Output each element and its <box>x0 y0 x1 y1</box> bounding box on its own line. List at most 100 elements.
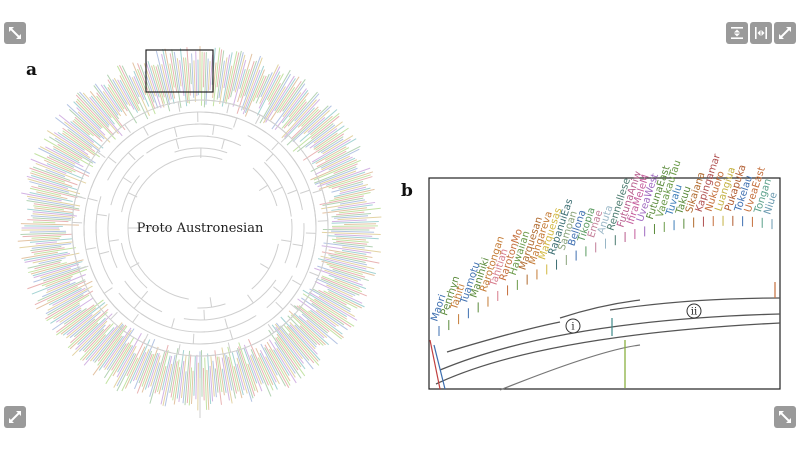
tip-branch <box>31 170 66 183</box>
expand-icon[interactable] <box>774 22 796 44</box>
tip-branch <box>260 343 278 376</box>
internal-branch <box>290 303 299 311</box>
tip-branch <box>328 174 371 189</box>
tip-branch <box>67 128 93 148</box>
tip-branch <box>257 357 274 391</box>
tip-branch <box>179 60 185 96</box>
tip-branch <box>322 207 368 214</box>
tip-branch <box>260 72 273 98</box>
tip-branch <box>31 235 62 239</box>
tip-branch <box>320 255 375 270</box>
expand-icon[interactable] <box>4 406 26 428</box>
clade-marker <box>686 303 702 319</box>
internal-branch <box>143 333 149 344</box>
tip-branch <box>226 355 237 399</box>
tip-branch <box>236 357 248 394</box>
internal-branch <box>96 213 107 217</box>
tip-branch <box>202 368 205 401</box>
tip-branch <box>236 347 254 399</box>
tip-branch <box>73 118 94 137</box>
tip-branch <box>233 52 244 91</box>
tip-branch <box>333 163 358 175</box>
tip-branch <box>293 312 330 346</box>
internal-branch <box>226 103 230 114</box>
tip-branch <box>296 305 330 333</box>
tip-branch <box>93 85 120 120</box>
tip-branch <box>20 232 67 236</box>
tip-branch <box>313 159 361 181</box>
tip-branch <box>202 52 205 88</box>
tip-branch <box>327 288 365 308</box>
tip-branch <box>315 278 356 297</box>
expand-icon[interactable] <box>774 406 796 428</box>
tip-branch <box>186 354 192 404</box>
tip-branch <box>265 356 280 385</box>
tip-branch <box>342 246 381 253</box>
tip-branch <box>294 324 317 348</box>
tip-branch <box>271 324 306 370</box>
internal-branch <box>130 262 140 269</box>
tip-branch <box>336 237 366 241</box>
tip-branch <box>315 127 349 151</box>
internal-branch <box>192 333 195 344</box>
tip-branch <box>207 61 211 92</box>
tip-branch <box>77 317 106 345</box>
tip-branch <box>106 74 138 124</box>
tip-branch <box>132 352 147 382</box>
internal-branch <box>107 156 117 164</box>
tip-branch <box>301 109 319 127</box>
tip-branch <box>34 261 61 270</box>
tip-branch <box>216 356 223 393</box>
tip-branch <box>311 302 345 326</box>
tip-branch <box>190 370 194 404</box>
tip-branch <box>173 51 181 93</box>
tip-branch <box>48 287 82 306</box>
tip-branch <box>52 287 86 306</box>
tip-branch <box>276 336 306 377</box>
tip-branch <box>46 282 71 294</box>
tip-branch <box>28 198 74 207</box>
tip-branch <box>209 54 214 90</box>
internal-branch <box>224 318 229 329</box>
internal-branch <box>124 124 131 133</box>
tip-branch <box>207 353 212 405</box>
fit-horizontal-icon[interactable] <box>750 22 772 44</box>
fit-vertical-icon[interactable] <box>726 22 748 44</box>
internal-branch <box>260 263 270 270</box>
tree-branches <box>71 99 329 418</box>
tip-branch <box>244 60 258 97</box>
tip-branch <box>328 249 373 258</box>
tip-branch <box>31 247 65 254</box>
internal-branch <box>221 139 225 150</box>
tip-branch <box>176 58 182 87</box>
tip-branch <box>322 228 370 231</box>
tip-branch <box>117 345 134 373</box>
tip-branch <box>46 163 84 180</box>
tip-branch <box>111 342 130 371</box>
tip-branch <box>27 208 74 215</box>
internal-branch <box>273 286 282 294</box>
tip-branch <box>263 73 291 120</box>
tip-branch <box>29 192 73 202</box>
tip-branch <box>204 357 208 410</box>
tip-branch <box>331 221 379 224</box>
tip-branch <box>310 115 340 140</box>
tip-branch <box>30 215 72 220</box>
tip-branch <box>206 369 210 410</box>
tip-branch <box>223 54 231 89</box>
expand-icon[interactable] <box>4 22 26 44</box>
tip-branch <box>331 213 372 218</box>
tip-branch <box>290 109 322 140</box>
tip-branch <box>96 95 122 129</box>
tip-branch <box>82 328 105 352</box>
tip-branch <box>144 71 159 109</box>
tip-branch <box>267 73 284 102</box>
tip-branch <box>333 187 371 198</box>
tip-branch <box>301 297 348 331</box>
panel-b-label: b <box>401 181 413 201</box>
tip-branch <box>309 288 351 313</box>
tip-branch <box>121 357 139 392</box>
tip-branch <box>124 346 146 389</box>
tip-branch <box>306 319 328 339</box>
internal-branch <box>267 324 275 333</box>
